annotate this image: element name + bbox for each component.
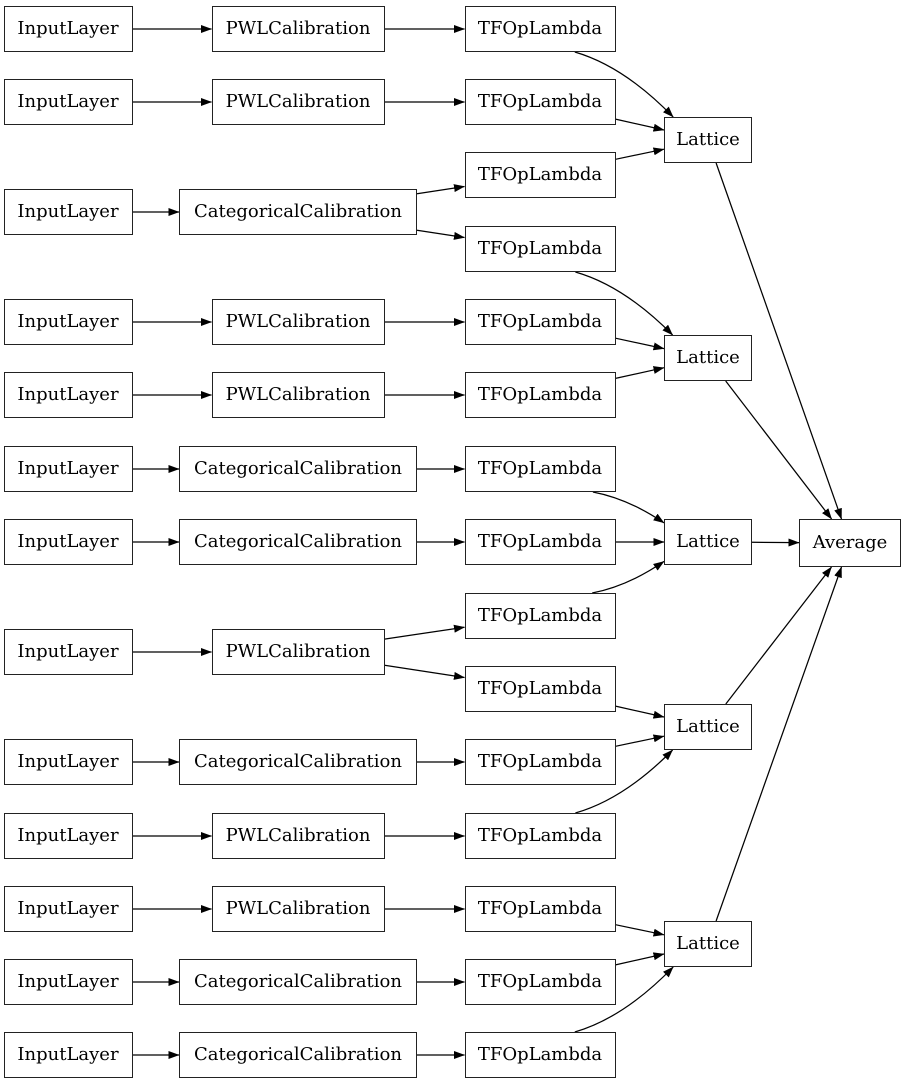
edge-lat2-avg: [725, 380, 833, 520]
edge-lat5-avg: [715, 566, 843, 922]
node-tfoplambda-tf15: TFOpLambda: [464, 1032, 616, 1078]
node-inputlayer-in2: InputLayer: [3, 79, 133, 125]
node-tfoplambda-tf2: TFOpLambda: [464, 79, 616, 125]
node-categoricalcalibration-cat4: CategoricalCalibration: [179, 739, 417, 785]
node-tfoplambda-tf3: TFOpLambda: [464, 152, 616, 198]
node-inputlayer-in1: InputLayer: [3, 6, 133, 52]
node-categoricalcalibration-cat6: CategoricalCalibration: [179, 1032, 417, 1078]
edge-cat1-tf3: [416, 184, 465, 195]
edge-tf11-lat4: [615, 734, 665, 747]
node-inputlayer-in13: InputLayer: [3, 1032, 133, 1078]
node-inputlayer-in6: InputLayer: [3, 446, 133, 492]
edge-pwl5-tf10: [384, 664, 465, 680]
node-categoricalcalibration-cat5: CategoricalCalibration: [179, 959, 417, 1005]
node-pwlcalibration-pwl5: PWLCalibration: [211, 629, 385, 675]
edge-tf10-lat4: [615, 705, 665, 719]
edge-tf15-lat5: [574, 966, 674, 1033]
node-lattice-lat4: Lattice: [664, 704, 752, 750]
node-tfoplambda-tf13: TFOpLambda: [464, 886, 616, 932]
edge-tf13-lat5: [615, 924, 665, 937]
edge-tf6-lat2: [615, 366, 665, 380]
edge-lat1-avg: [715, 162, 843, 520]
edge-tf1-lat1: [574, 51, 674, 118]
node-tfoplambda-tf14: TFOpLambda: [464, 959, 616, 1005]
node-lattice-lat5: Lattice: [664, 921, 752, 967]
edge-tf4-lat2: [575, 271, 674, 336]
node-lattice-lat1: Lattice: [664, 117, 752, 163]
node-inputlayer-in10: InputLayer: [3, 813, 133, 859]
node-tfoplambda-tf9: TFOpLambda: [464, 593, 616, 639]
edge-cat1-tf4: [416, 229, 465, 240]
edge-tf9-lat3: [592, 560, 665, 594]
node-lattice-lat3: Lattice: [664, 519, 752, 565]
node-tfoplambda-tf1: TFOpLambda: [464, 6, 616, 52]
node-pwlcalibration-pwl7: PWLCalibration: [211, 886, 385, 932]
edge-tf3-lat1: [615, 147, 665, 160]
node-inputlayer-in3: InputLayer: [3, 189, 133, 235]
node-pwlcalibration-pwl1: PWLCalibration: [211, 6, 385, 52]
edge-pwl5-tf9: [384, 624, 465, 640]
node-tfoplambda-tf10: TFOpLambda: [464, 666, 616, 712]
edge-tf5-lat2: [615, 337, 665, 351]
node-tfoplambda-tf6: TFOpLambda: [464, 372, 616, 418]
node-inputlayer-in4: InputLayer: [3, 299, 133, 345]
node-tfoplambda-tf11: TFOpLambda: [464, 739, 616, 785]
node-inputlayer-in11: InputLayer: [3, 886, 133, 932]
node-tfoplambda-tf8: TFOpLambda: [464, 519, 616, 565]
node-tfoplambda-tf4: TFOpLambda: [464, 226, 616, 272]
node-lattice-lat2: Lattice: [664, 335, 752, 381]
node-inputlayer-in8: InputLayer: [3, 629, 133, 675]
edge-tf12-lat4: [575, 749, 674, 814]
edge-tf14-lat5: [615, 952, 665, 966]
node-pwlcalibration-pwl3: PWLCalibration: [211, 299, 385, 345]
node-tfoplambda-tf5: TFOpLambda: [464, 299, 616, 345]
node-inputlayer-in9: InputLayer: [3, 739, 133, 785]
node-categoricalcalibration-cat2: CategoricalCalibration: [179, 446, 417, 492]
edge-tf2-lat1: [615, 118, 665, 132]
node-inputlayer-in5: InputLayer: [3, 372, 133, 418]
edge-tf7-lat3: [592, 491, 665, 524]
node-categoricalcalibration-cat1: CategoricalCalibration: [179, 189, 417, 235]
node-inputlayer-in12: InputLayer: [3, 959, 133, 1005]
node-tfoplambda-tf7: TFOpLambda: [464, 446, 616, 492]
node-average-avg: Average: [799, 519, 901, 567]
node-tfoplambda-tf12: TFOpLambda: [464, 813, 616, 859]
node-pwlcalibration-pwl6: PWLCalibration: [211, 813, 385, 859]
node-pwlcalibration-pwl2: PWLCalibration: [211, 79, 385, 125]
edge-lat4-avg: [725, 566, 832, 705]
node-pwlcalibration-pwl4: PWLCalibration: [211, 372, 385, 418]
node-inputlayer-in7: InputLayer: [3, 519, 133, 565]
node-categoricalcalibration-cat3: CategoricalCalibration: [179, 519, 417, 565]
